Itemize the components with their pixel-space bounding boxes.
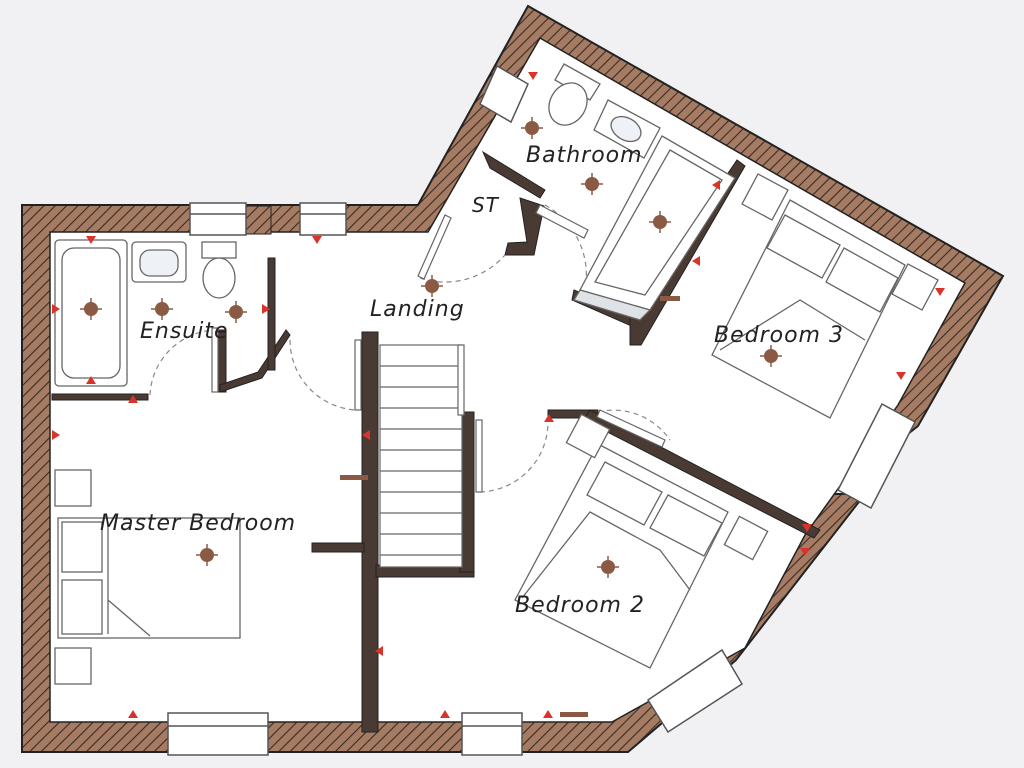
ensuite-fixtures <box>54 239 237 387</box>
windows <box>167 64 917 756</box>
triangle-socket-icon <box>692 256 700 266</box>
triangle-socket-icon <box>935 288 945 296</box>
triangle-socket-icon <box>800 548 810 556</box>
ensuite-wc <box>201 241 237 259</box>
triangle-socket-icon <box>52 430 60 440</box>
triangle-socket-icon <box>375 646 383 656</box>
bedroom3-bed <box>711 173 939 419</box>
triangle-socket-icon <box>896 372 906 380</box>
staircase <box>379 344 465 568</box>
triangle-socket-icon <box>262 304 270 314</box>
triangle-socket-icon <box>802 524 812 532</box>
room-label-ensuite: Ensuite <box>140 319 229 344</box>
bathroom-tiles <box>573 289 652 321</box>
triangle-socket-icon <box>128 710 138 718</box>
radiators <box>340 296 680 717</box>
room-label-master-bedroom: Master Bedroom <box>100 511 296 536</box>
triangle-socket-icon <box>128 395 138 403</box>
bathroom-wc <box>554 63 601 101</box>
triangle-socket-icon <box>362 430 370 440</box>
door-leaves <box>211 204 666 493</box>
master-bed <box>54 469 241 685</box>
triangle-socket-icon <box>52 304 60 314</box>
triangle-socket-icon <box>544 414 554 422</box>
radiator-icon <box>340 475 368 480</box>
sockets <box>52 72 945 718</box>
triangle-socket-icon <box>86 236 96 244</box>
radiator-icon <box>660 296 680 301</box>
radiator-icon <box>560 712 588 717</box>
triangle-socket-icon <box>712 180 720 190</box>
triangle-socket-icon <box>86 376 96 384</box>
bedroom2-bed <box>514 413 769 669</box>
room-label-bathroom: Bathroom <box>526 143 643 168</box>
triangle-socket-icon <box>543 710 553 718</box>
room-label-bedroom2: Bedroom 2 <box>515 593 645 618</box>
room-label-bedroom3: Bedroom 3 <box>714 323 844 348</box>
room-label-landing: Landing <box>370 297 465 322</box>
triangle-socket-icon <box>528 72 538 80</box>
room-label-store: ST <box>472 193 500 217</box>
triangle-socket-icon <box>440 710 450 718</box>
triangle-socket-icon <box>312 236 322 244</box>
